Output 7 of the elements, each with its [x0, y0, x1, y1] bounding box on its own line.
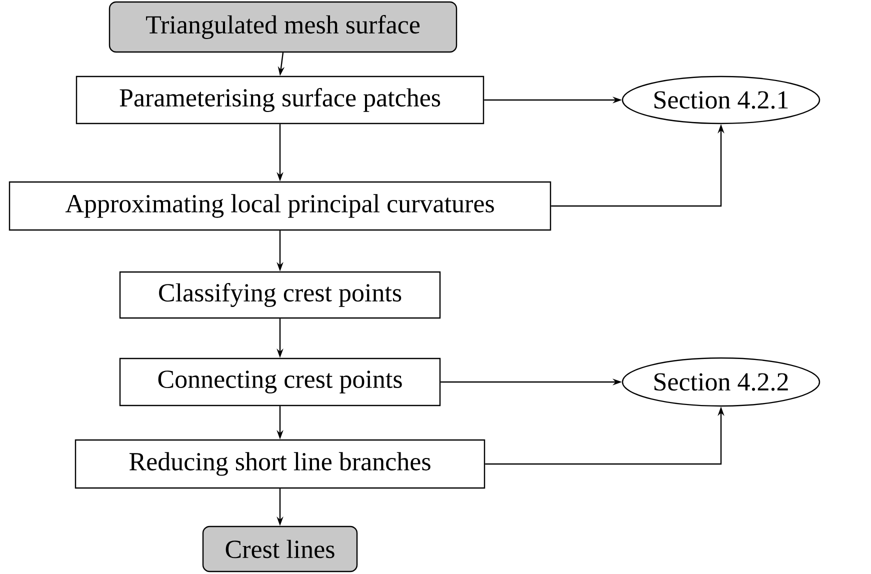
process-box: Classifying crest points — [119, 271, 441, 319]
process-box: Parameterising surface patches — [76, 76, 484, 124]
terminal-box: Crest lines — [202, 526, 358, 572]
process-box: Approximating local principal curvatures — [8, 181, 552, 231]
process-box: Connecting crest points — [119, 358, 441, 406]
terminal-box: Triangulated mesh surface — [108, 1, 458, 53]
process-box: Reducing short line branches — [74, 439, 486, 489]
